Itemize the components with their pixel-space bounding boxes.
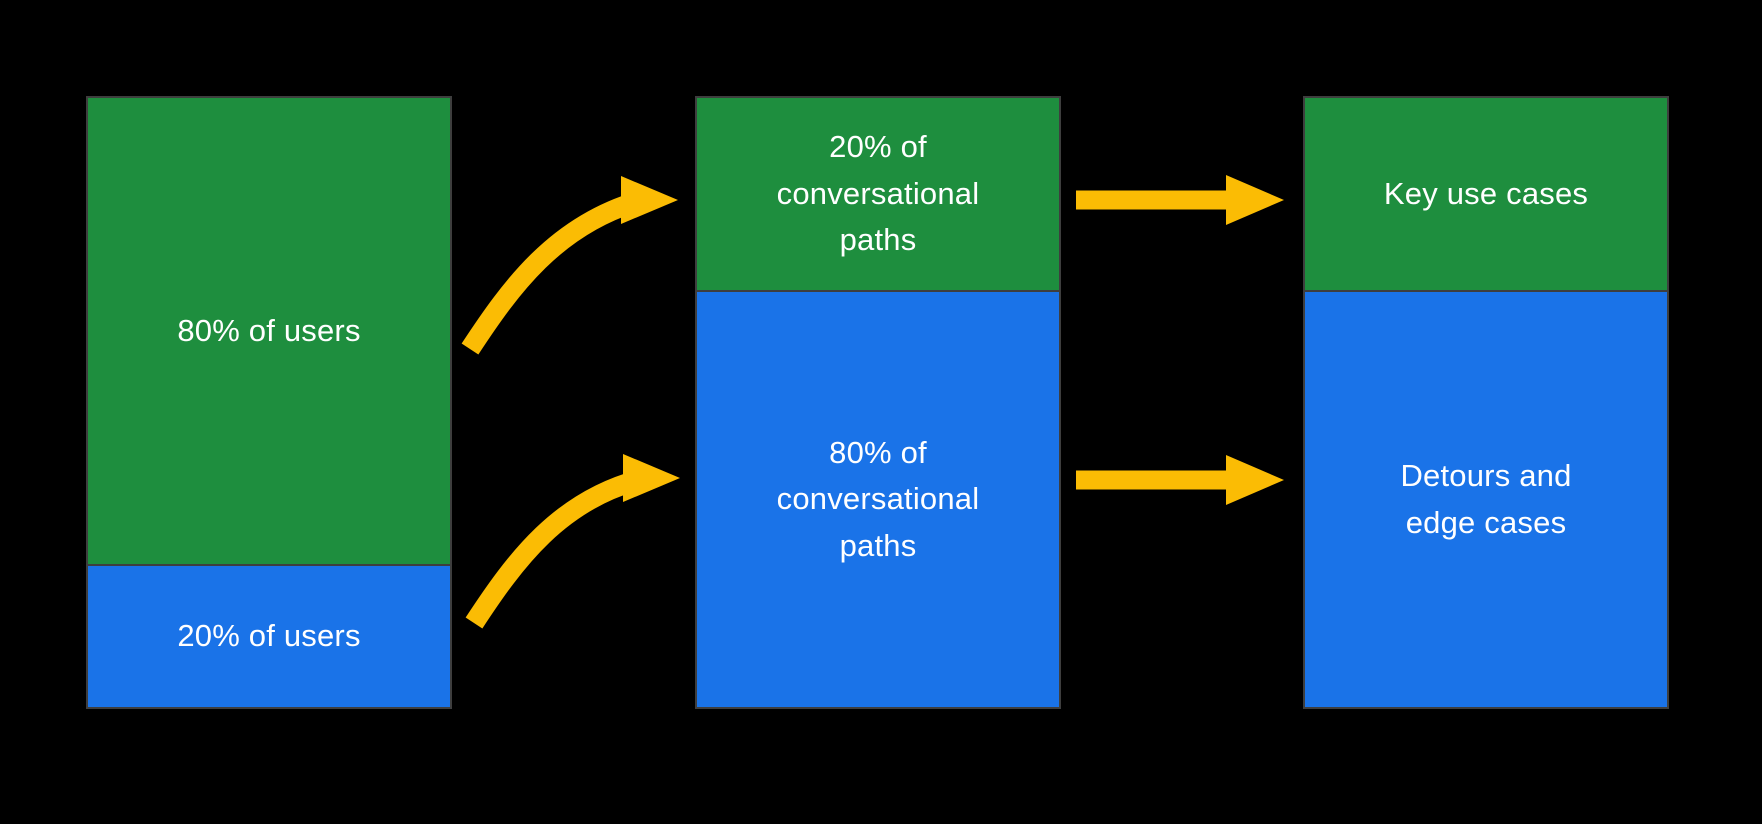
curved-arrow-bottom-icon	[465, 454, 680, 629]
segment-detours-edge-cases: Detours and edge cases	[1305, 292, 1667, 707]
column-outcomes: Key use cases Detours and edge cases	[1303, 96, 1669, 709]
column-users: 80% of users 20% of users	[86, 96, 452, 709]
segment-users-minority: 20% of users	[88, 566, 450, 707]
segment-users-majority-label: 80% of users	[177, 312, 361, 348]
segment-paths-minority-label: 20% of conversational paths	[776, 129, 980, 258]
segment-paths-majority-label: 80% of conversational paths	[776, 434, 980, 563]
segment-paths-minority: 20% of conversational paths	[697, 98, 1059, 292]
curved-arrow-top-icon	[461, 176, 678, 355]
segment-users-minority-label: 20% of users	[177, 618, 361, 654]
segment-users-majority: 80% of users	[88, 98, 450, 566]
straight-arrow-bottom-icon	[1076, 455, 1284, 505]
straight-arrow-top-icon	[1076, 175, 1284, 225]
segment-key-use-cases: Key use cases	[1305, 98, 1667, 292]
segment-detours-edge-cases-label: Detours and edge cases	[1400, 458, 1572, 540]
column-conversational-paths: 20% of conversational paths 80% of conve…	[695, 96, 1061, 709]
segment-paths-majority: 80% of conversational paths	[697, 292, 1059, 707]
segment-key-use-cases-label: Key use cases	[1383, 175, 1589, 211]
